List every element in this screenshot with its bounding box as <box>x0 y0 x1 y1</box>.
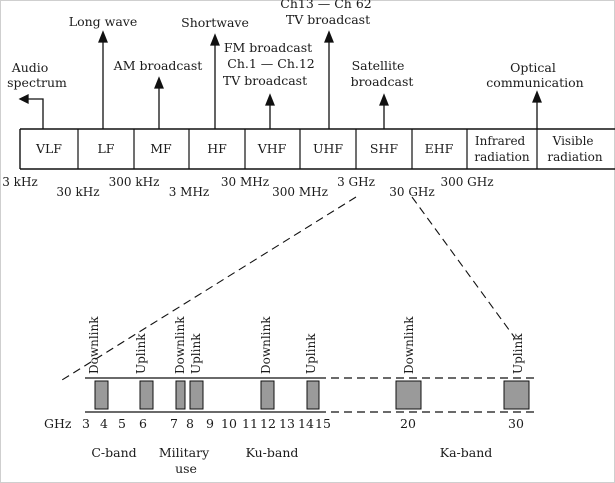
label-mil-uplink: Uplink <box>189 333 203 374</box>
tick-12: 12 <box>260 416 276 431</box>
label-ku-band: Ku-band <box>246 445 299 460</box>
band-mf: MF <box>150 141 172 156</box>
ghz-unit-label: GHz <box>44 416 72 431</box>
freq-30khz: 30 kHz <box>56 185 99 199</box>
block-ka-uplink <box>503 380 530 410</box>
tick-10: 10 <box>221 416 237 431</box>
band-hf: HF <box>207 141 227 156</box>
block-mil-downlink <box>175 380 186 410</box>
allocation-blocks <box>94 380 530 410</box>
tick-13: 13 <box>279 416 295 431</box>
freq-300mhz: 300 MHz <box>272 185 328 199</box>
label-audio-spectrum: Audio spectrum <box>7 60 67 90</box>
audio-arrow <box>27 98 44 129</box>
freq-300khz: 300 kHz <box>109 175 160 189</box>
label-c-band: C-band <box>91 445 136 460</box>
freq-30mhz: 30 MHz <box>221 175 269 189</box>
tick-9: 9 <box>206 416 214 431</box>
label-satellite-broadcast: Satellite broadcast <box>351 58 414 89</box>
band-shf: SHF <box>370 141 398 156</box>
tick-4: 4 <box>100 416 108 431</box>
label-ka-band: Ka-band <box>440 445 493 460</box>
tick-20: 20 <box>400 416 416 431</box>
tick-30: 30 <box>508 416 524 431</box>
band-vlf: VLF <box>35 141 62 156</box>
zoom-projection <box>61 196 516 381</box>
label-ku-uplink: Uplink <box>304 333 318 374</box>
freq-3ghz: 3 GHz <box>337 175 375 189</box>
tick-8: 8 <box>186 416 194 431</box>
label-c-uplink: Uplink <box>134 333 148 374</box>
tick-5: 5 <box>118 416 126 431</box>
label-ka-uplink: Uplink <box>511 333 525 374</box>
label-ka-downlink: Downlink <box>402 316 416 374</box>
band-vhf: VHF <box>257 141 287 156</box>
label-military-use: Military use <box>159 445 213 476</box>
band-visible: Visible radiation <box>547 134 602 164</box>
freq-3khz: 3 kHz <box>2 175 38 189</box>
band-lf: LF <box>98 141 115 156</box>
label-c-downlink: Downlink <box>87 316 101 374</box>
band-ehf: EHF <box>425 141 454 156</box>
tick-15: 15 <box>315 416 331 431</box>
label-mil-downlink: Downlink <box>173 316 187 374</box>
label-ku-downlink: Downlink <box>259 316 273 374</box>
block-ka-downlink <box>395 380 422 410</box>
label-long-wave: Long wave <box>69 14 137 29</box>
freq-3mhz: 3 MHz <box>169 185 210 199</box>
block-ku-downlink <box>260 380 275 410</box>
tick-7: 7 <box>170 416 178 431</box>
label-am-broadcast: AM broadcast <box>113 58 203 73</box>
freq-30ghz: 30 GHz <box>389 185 434 199</box>
label-fm-broadcast: FM broadcast Ch.1 — Ch.12 TV broadcast <box>223 40 319 88</box>
tick-14: 14 <box>298 416 314 431</box>
label-uhf-tv: Ch13 — Ch 62 TV broadcast <box>280 0 375 27</box>
label-shortwave: Shortwave <box>181 15 249 30</box>
tick-6: 6 <box>139 416 147 431</box>
band-infrared: Infrared radiation <box>474 134 529 164</box>
block-c-downlink <box>94 380 109 410</box>
band-uhf: UHF <box>313 141 343 156</box>
block-ku-uplink <box>306 380 320 410</box>
freq-300ghz: 300 GHz <box>440 175 493 189</box>
tick-3: 3 <box>82 416 90 431</box>
block-c-uplink <box>139 380 154 410</box>
service-arrows <box>18 30 542 129</box>
block-mil-uplink <box>189 380 204 410</box>
zoom-band-axis <box>85 377 538 413</box>
label-optical-communication: Optical communication <box>486 60 583 90</box>
tick-11: 11 <box>242 416 258 431</box>
spectrum-bar <box>19 128 615 170</box>
